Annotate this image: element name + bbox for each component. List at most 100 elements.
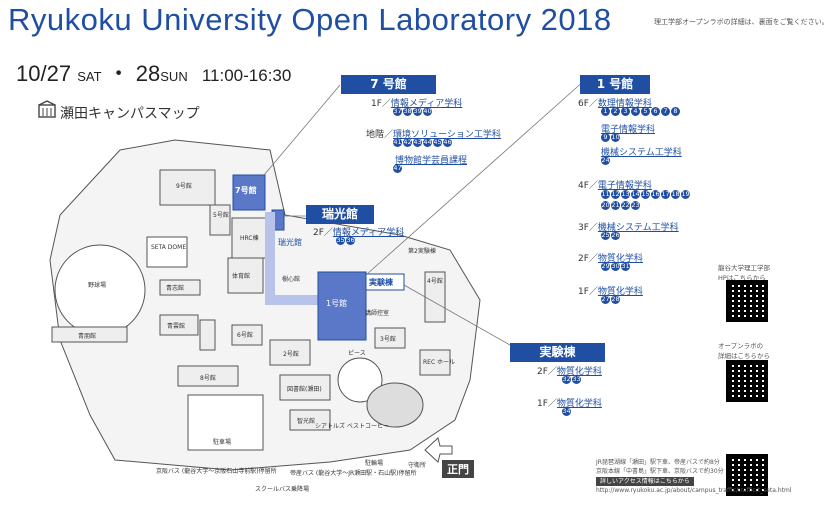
chikoukan — [289, 409, 331, 431]
label-jikkento: 実験棟 — [369, 278, 393, 287]
jikken-row-2: 1F／物質化学科 — [537, 399, 602, 409]
bldg7-row-1: 1F／情報メディア学科 — [371, 99, 463, 109]
dow-2: SUN — [160, 69, 188, 84]
label-seihokan: 青朋館 — [78, 333, 97, 340]
baseball-field — [54, 244, 146, 336]
building-icon — [38, 100, 56, 118]
label-bldg3: 3号館 — [380, 336, 396, 343]
panel-bldg1-title: 1 号館 — [580, 75, 650, 94]
label-rec: REC ホール — [423, 359, 456, 366]
seishikan — [159, 279, 201, 296]
label-bldg9: 9号館 — [176, 183, 192, 190]
label-bldg5: 5号館 — [213, 212, 229, 219]
label-zuikokan: 瑞光館 — [278, 238, 302, 247]
access-info: JR琵琶湖線「瀬田」駅下車、帝産バスで約8分 京阪本線「中書島」駅下車、京阪バス… — [596, 458, 792, 495]
label-bldg6: 6号館 — [237, 332, 253, 339]
qr2-text: オープンラボの 詳細はこちらから — [718, 342, 770, 360]
bldg7-row-3-nums: 47 — [393, 164, 402, 173]
access-url[interactable]: http://www.ryukoku.ac.jp/about/campus_tr… — [596, 487, 792, 494]
library — [279, 374, 331, 401]
label-bus1: 京阪バス (龍谷大学～京阪石山寺前駅)停留所 — [156, 468, 277, 475]
panel-bldg7-title: 7 号館 — [341, 75, 436, 94]
jikken-row-1: 2F／物質化学科 — [537, 367, 602, 377]
parking-lot — [187, 394, 264, 451]
label-bicycle: 駐輪場 — [365, 460, 384, 467]
event-dates: 10/27 SAT ・ 28SUN 11:00-16:30 — [16, 56, 291, 88]
panel-jikken-title: 実験棟 — [510, 343, 605, 362]
bldg1-row-5: 3F／機械システム工学科 — [578, 223, 679, 233]
label-seishikan: 青志館 — [166, 285, 185, 292]
bldg1-row-3: 機械システム工学科 — [601, 148, 682, 158]
gakusei-kaikan — [199, 319, 216, 351]
bldg-6 — [231, 324, 263, 346]
seiunkan — [159, 314, 199, 336]
label-chikou: 智光館 — [297, 418, 316, 425]
label-theatre: シアトルズ ベストコーヒー — [315, 423, 390, 430]
seihokan — [51, 326, 128, 343]
label-bldg4: 4号館 — [427, 278, 443, 285]
route-path — [265, 212, 320, 305]
label-lecture: 講師控室 — [365, 310, 390, 317]
label-gym: 体育館 — [232, 273, 251, 280]
label-seiunkan: 青雲館 — [167, 323, 186, 330]
label-seta-dome: SETA DOME — [151, 244, 187, 251]
dow-1: SAT — [77, 69, 102, 84]
label-guard: 守衛所 — [408, 462, 427, 469]
bldg1-row-1: 6F／数理情報学科 — [578, 99, 652, 109]
bldg1-row-3-nums: 24 — [601, 156, 610, 165]
plaza-oval — [337, 357, 383, 403]
label-bldg7: 7号館 — [235, 186, 257, 195]
seta-dome — [146, 236, 188, 268]
bldg-8 — [177, 365, 239, 387]
qr-code-2[interactable] — [726, 360, 768, 402]
label-bldg8: 8号館 — [200, 375, 216, 382]
label-baseball: 野球場 — [88, 282, 107, 289]
label-parking: 駐車場 — [213, 439, 232, 446]
hrc — [231, 217, 271, 259]
rec-hall — [419, 349, 451, 376]
main-gate-arrow — [424, 437, 453, 463]
bldg1-row-4: 4F／電子情報学科 — [578, 181, 652, 191]
panel-zuikokan-title: 瑞光館 — [306, 205, 374, 224]
zuikokan-row-1: 2F／情報メディア学科 — [313, 228, 405, 238]
date-2: 28 — [135, 61, 161, 86]
jikkento — [365, 273, 405, 291]
top-note: 理工学部オープンラボの詳細は、裏面をご覧ください。 — [654, 18, 829, 26]
label-bus2: 帝産バス (龍谷大学～JR瀬田駅・石山駅)停留所 — [290, 470, 417, 477]
access-more: 詳しいアクセス情報はこちらから — [596, 477, 694, 486]
label-hrc: HRC棟 — [240, 235, 259, 242]
qr-code-3[interactable] — [726, 454, 768, 496]
bldg-7 — [232, 174, 266, 211]
label-plaza: ピース — [348, 350, 366, 357]
label-jikken2: 第2実験棟 — [408, 248, 436, 255]
access-line-2: 京阪本線「中書島」駅下車、京阪バスで約30分 — [596, 468, 724, 475]
date-separator: ・ — [107, 61, 130, 86]
campus-map-title: 瀬田キャンパスマップ — [60, 106, 200, 122]
bldg7-row-3: 博物館学芸員課程 — [395, 156, 468, 166]
bldg-5 — [209, 204, 231, 236]
bldg1-row-2: 電子情報学科 — [601, 125, 656, 135]
jikken-row-2-nums: 34 — [562, 407, 571, 416]
label-school-bus: スクールバス乗降場 — [255, 486, 310, 493]
qr1-text: 龍谷大学理工学部 HPはこちらから — [718, 264, 770, 282]
qr-code-1[interactable] — [726, 280, 768, 322]
bldg-1 — [317, 271, 367, 341]
label-main-gate: 正門 — [442, 460, 474, 478]
event-time: 11:00-16:30 — [201, 66, 292, 85]
bldg1-row-7: 1F／物質化学科 — [578, 287, 643, 297]
date-1: 10/27 — [16, 61, 72, 86]
access-line-1: JR琵琶湖線「瀬田」駅下車、帝産バスで約8分 — [596, 459, 720, 466]
label-bldg1: 1号館 — [326, 299, 348, 308]
label-shinshin: 樹心館 — [282, 276, 301, 283]
